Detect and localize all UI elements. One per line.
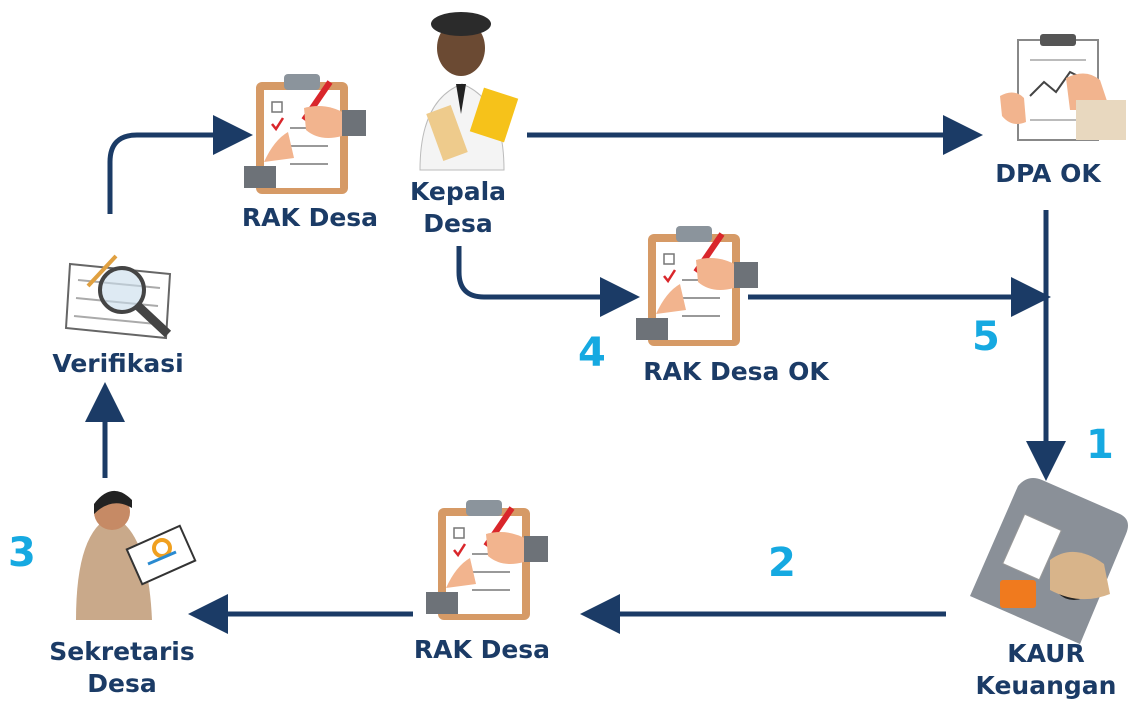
label-rak-desa-ok: RAK Desa OK <box>643 357 829 386</box>
desk-worker-icon <box>970 478 1128 644</box>
signing-document-icon <box>1000 34 1126 141</box>
step-number-2: 2 <box>768 540 796 586</box>
step-number-3: 3 <box>8 530 36 576</box>
checklist-clipboard-icon <box>244 74 366 194</box>
label-verifikasi: Verifikasi <box>52 349 184 378</box>
magnifier-document-icon <box>64 254 172 340</box>
label-kepala-desa: Kepala Desa <box>409 177 507 238</box>
checklist-clipboard-icon <box>426 500 548 620</box>
step-number-5: 5 <box>972 314 1000 360</box>
label-sekretaris-desa: Sekretaris Desa <box>49 637 195 698</box>
label-rak-desa-top: RAK Desa <box>241 203 379 232</box>
step-number-1: 1 <box>1086 422 1114 468</box>
arrow-kepala-to-rak-ok <box>456 246 640 317</box>
arrow-verifikasi-to-rak <box>107 115 253 214</box>
secretary-tablet-icon <box>76 490 197 620</box>
checklist-clipboard-icon <box>636 226 758 346</box>
label-rak-desa-bottom: RAK Desa <box>413 635 551 664</box>
label-kaur-keuangan: KAUR Keuangan <box>975 639 1117 700</box>
village-head-icon <box>419 12 519 171</box>
label-dpa-ok: DPA OK <box>995 159 1101 188</box>
step-number-4: 4 <box>578 330 606 376</box>
